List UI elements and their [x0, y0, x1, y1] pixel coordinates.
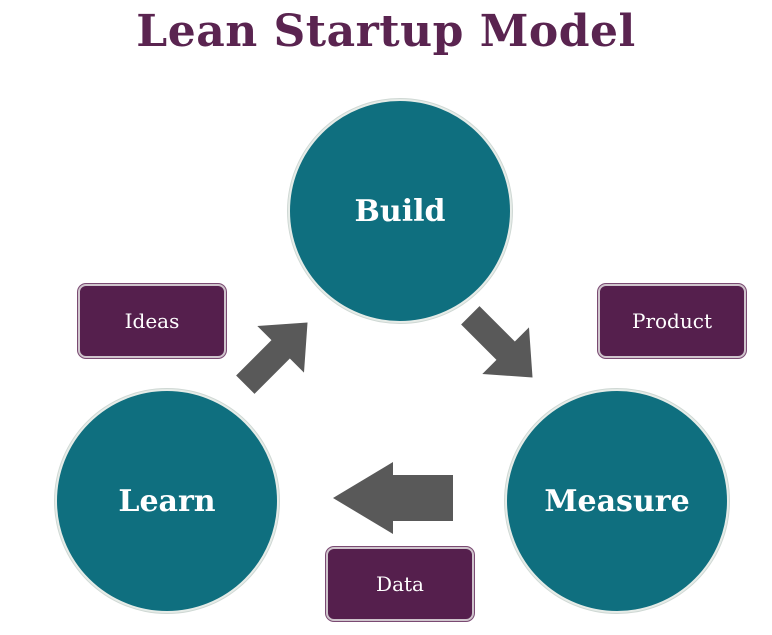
- output-data: Data: [326, 547, 474, 621]
- stage-measure: Measure: [505, 389, 729, 613]
- output-ideas: Ideas: [78, 284, 226, 358]
- arrow-left-icon: [333, 462, 453, 534]
- diagram-title: Lean Startup Model: [136, 6, 636, 57]
- arrow-up-right-icon: [236, 322, 308, 394]
- stage-build: Build: [288, 99, 512, 323]
- output-product: Product: [598, 284, 746, 358]
- arrow-down-right-icon: [461, 306, 533, 378]
- stage-learn: Learn: [55, 389, 279, 613]
